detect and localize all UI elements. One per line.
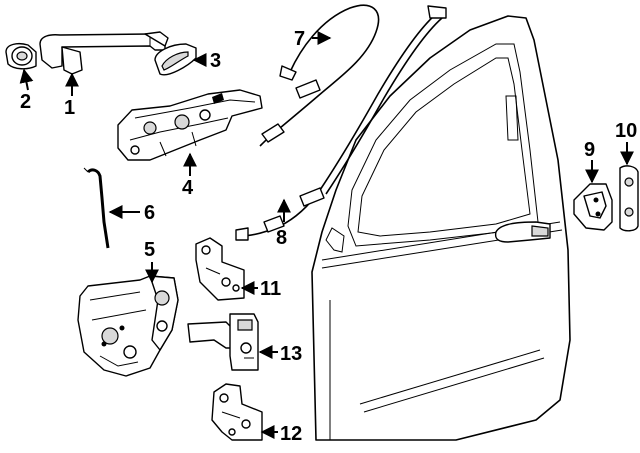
- callout-4: 4: [182, 177, 194, 199]
- part-5-door-latch: [77, 275, 179, 377]
- part-8-inside-handle-cable: [235, 5, 447, 241]
- part-1-exterior-handle: [39, 31, 169, 75]
- part-13-door-check: [187, 313, 259, 371]
- part-11-upper-hinge: [195, 237, 245, 301]
- part-2-handle-cap: [5, 43, 37, 70]
- callout-6: 6: [144, 202, 155, 224]
- part-6-lock-rod: [83, 167, 110, 249]
- callout-9: 9: [584, 139, 595, 161]
- part-4-handle-frame: [117, 89, 263, 161]
- callout-5: 5: [144, 239, 155, 261]
- callout-11: 11: [260, 278, 281, 300]
- callout-13: 13: [280, 343, 302, 365]
- part-3-handle-bezel: [154, 43, 197, 76]
- callout-3: 3: [210, 50, 221, 72]
- leader-arrows: [19, 31, 634, 439]
- callout-2: 2: [20, 91, 31, 113]
- part-9-striker: [573, 183, 613, 231]
- callout-1: 1: [64, 97, 75, 119]
- callout-8: 8: [276, 227, 287, 249]
- part-10-striker-plate: [619, 165, 639, 232]
- door-outline: [311, 15, 571, 441]
- part-7-lock-cable: [259, 4, 380, 147]
- callout-10: 10: [615, 120, 637, 142]
- callout-12: 12: [280, 423, 302, 445]
- callout-7: 7: [294, 28, 305, 50]
- part-12-lower-hinge: [211, 383, 263, 441]
